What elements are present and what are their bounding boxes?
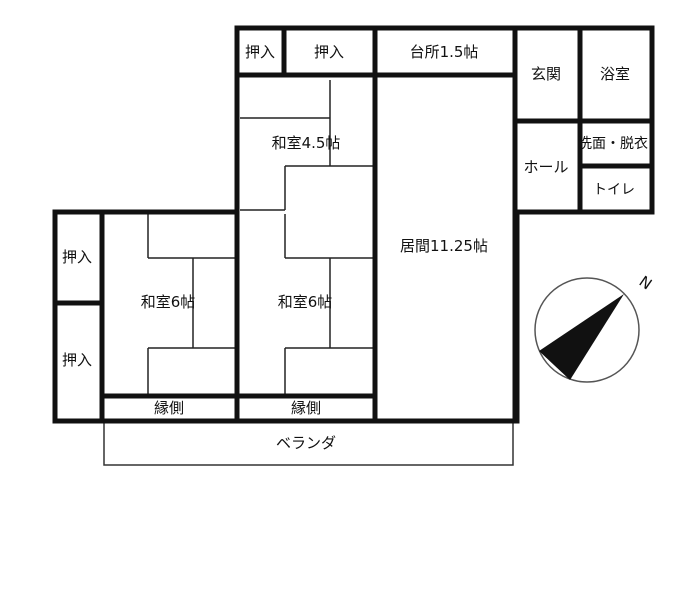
room-label-living: 居間11.25帖 bbox=[400, 237, 488, 255]
room-label-washitsu-6-left: 和室6帖 bbox=[141, 293, 196, 311]
room-label-bath: 浴室 bbox=[600, 65, 630, 83]
room-label-toilet: トイレ bbox=[593, 182, 635, 198]
room-label-oshiire-top-large: 押入 bbox=[314, 43, 344, 61]
room-label-veranda: ベランダ bbox=[276, 434, 336, 452]
room-label-oshiire-left-upper: 押入 bbox=[62, 248, 92, 266]
compass-north-label: N bbox=[636, 272, 656, 293]
room-label-engawa-right: 縁側 bbox=[291, 399, 321, 417]
room-label-washitsu-6-right: 和室6帖 bbox=[278, 293, 333, 311]
room-label-kitchen: 台所1.5帖 bbox=[410, 43, 479, 61]
room-label-oshiire-top-small: 押入 bbox=[245, 43, 275, 61]
compass-north-arrow-icon: N bbox=[534, 272, 656, 383]
tatami-lines bbox=[147, 80, 373, 395]
walls bbox=[52, 25, 655, 424]
room-label-hall: ホール bbox=[523, 158, 568, 176]
room-label-washroom: 洗面・脱衣 bbox=[578, 136, 648, 152]
room-label-washitsu-45: 和室4.5帖 bbox=[272, 134, 341, 152]
room-label-engawa-left: 縁側 bbox=[154, 399, 184, 417]
room-label-genkan: 玄関 bbox=[531, 65, 561, 83]
room-label-oshiire-left-lower: 押入 bbox=[62, 351, 92, 369]
